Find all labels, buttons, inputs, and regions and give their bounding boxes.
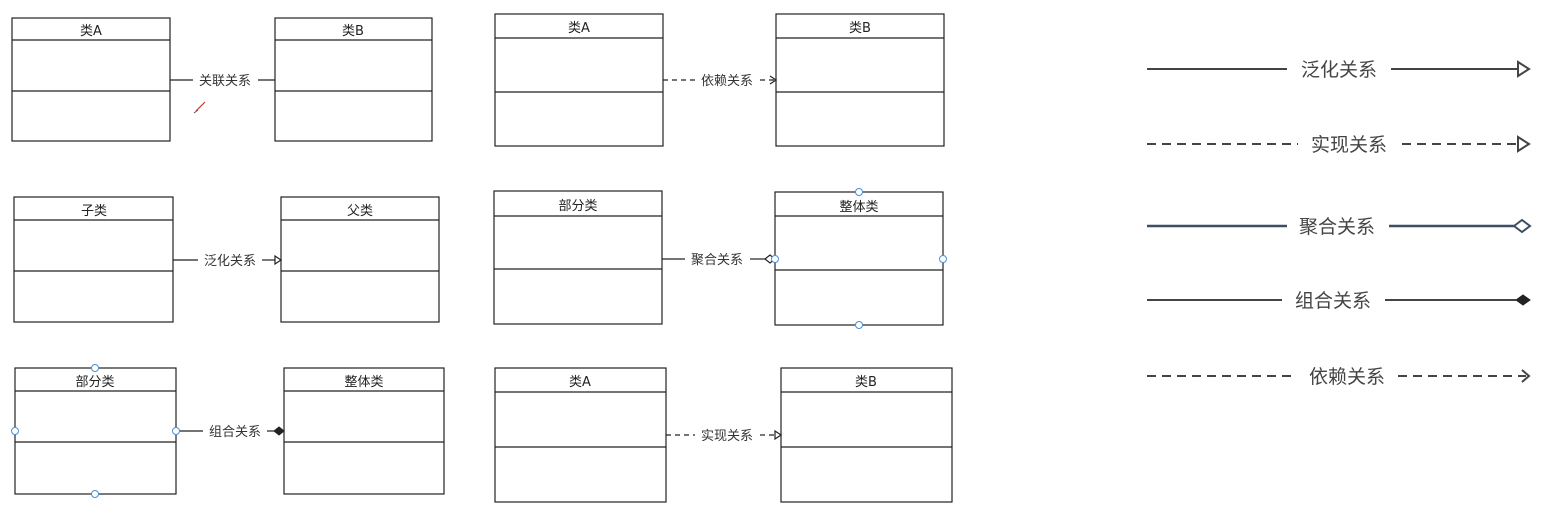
realization-pair: 类A 类B 实现关系 xyxy=(494,367,953,503)
selection-handles[interactable] xyxy=(771,188,947,329)
relation-label: 实现关系 xyxy=(701,429,753,444)
hollow-triangle-icon xyxy=(1517,60,1531,78)
class-box[interactable]: 部分类 xyxy=(493,190,663,325)
relation-label: 关联关系 xyxy=(199,74,251,89)
class-name: 类B xyxy=(855,375,877,390)
selection-handles[interactable] xyxy=(11,364,180,498)
dependency-connector[interactable]: 依赖关系 xyxy=(663,74,778,89)
relation-label: 组合关系 xyxy=(209,425,261,440)
hollow-diamond-icon xyxy=(1512,218,1532,234)
class-name: 子类 xyxy=(81,204,107,219)
legend-item-dependency: 依赖关系 xyxy=(1147,366,1531,388)
class-name: 类A xyxy=(568,21,590,36)
resize-handle[interactable] xyxy=(11,427,19,435)
class-box[interactable]: 类B xyxy=(775,13,945,147)
association-pair: 类A 类B 关联关系 xyxy=(11,17,433,142)
composition-connector[interactable]: 组合关系 xyxy=(176,425,285,440)
filled-diamond-icon xyxy=(1515,294,1531,306)
class-box[interactable]: 类A xyxy=(11,17,171,142)
class-box[interactable]: 类A xyxy=(494,13,664,147)
dependency-pair: 类A 类B 依赖关系 xyxy=(494,13,945,147)
resize-handle[interactable] xyxy=(855,321,863,329)
class-name: 父类 xyxy=(347,204,373,219)
composition-pair: 部分类 整体类 组合关系 xyxy=(11,364,445,498)
realization-connector[interactable]: 实现关系 xyxy=(666,429,783,444)
legend-label: 实现关系 xyxy=(1311,134,1387,156)
class-name: 部分类 xyxy=(558,199,597,214)
class-name: 类B xyxy=(849,21,871,36)
class-name: 类B xyxy=(342,24,364,39)
resize-handle[interactable] xyxy=(91,490,99,498)
class-name: 整体类 xyxy=(344,375,383,390)
pen-cursor-icon xyxy=(193,101,206,114)
relation-label: 泛化关系 xyxy=(204,254,256,269)
legend-label: 泛化关系 xyxy=(1301,59,1377,81)
legend-label: 组合关系 xyxy=(1295,290,1371,312)
class-name: 类A xyxy=(569,375,591,390)
relation-label: 聚合关系 xyxy=(691,253,743,268)
hollow-triangle-icon xyxy=(1517,135,1531,153)
resize-handle[interactable] xyxy=(939,255,947,263)
class-box[interactable]: 类A xyxy=(494,367,667,503)
aggregation-connector[interactable]: 聚合关系 xyxy=(662,253,776,268)
legend-label: 依赖关系 xyxy=(1309,366,1385,388)
class-name: 整体类 xyxy=(839,200,878,215)
resize-handle[interactable] xyxy=(91,364,99,372)
class-box[interactable]: 类B xyxy=(780,367,953,503)
class-name: 类A xyxy=(80,24,102,39)
generalization-pair: 子类 父类 泛化关系 xyxy=(13,196,440,323)
class-box[interactable]: 部分类 xyxy=(14,367,177,495)
class-box[interactable]: 类B xyxy=(274,17,433,142)
class-box[interactable]: 父类 xyxy=(280,196,440,323)
association-connector[interactable]: 关联关系 xyxy=(170,74,275,89)
legend-item-aggregation: 聚合关系 xyxy=(1147,216,1532,238)
filled-diamond-icon xyxy=(273,426,285,436)
resize-handle[interactable] xyxy=(172,427,180,435)
resize-handle[interactable] xyxy=(771,255,779,263)
legend-item-realization: 实现关系 xyxy=(1147,134,1531,156)
hollow-triangle-icon xyxy=(274,254,283,266)
class-box[interactable]: 子类 xyxy=(13,196,174,323)
open-arrow-icon xyxy=(769,75,778,85)
open-arrow-icon xyxy=(1521,369,1531,383)
resize-handle[interactable] xyxy=(855,188,863,196)
class-name: 部分类 xyxy=(75,375,114,390)
class-box[interactable]: 整体类 xyxy=(283,367,445,495)
hollow-triangle-icon xyxy=(774,429,783,441)
legend: 泛化关系 实现关系 聚合关系 组合关系 依赖关系 xyxy=(1147,59,1532,388)
relation-label: 依赖关系 xyxy=(701,74,753,89)
class-box[interactable]: 整体类 xyxy=(774,191,944,326)
aggregation-pair: 部分类 整体类 聚合关系 xyxy=(493,188,947,329)
generalization-connector[interactable]: 泛化关系 xyxy=(173,254,283,269)
legend-item-composition: 组合关系 xyxy=(1147,290,1531,312)
legend-item-generalization: 泛化关系 xyxy=(1147,59,1531,81)
legend-label: 聚合关系 xyxy=(1299,216,1375,238)
